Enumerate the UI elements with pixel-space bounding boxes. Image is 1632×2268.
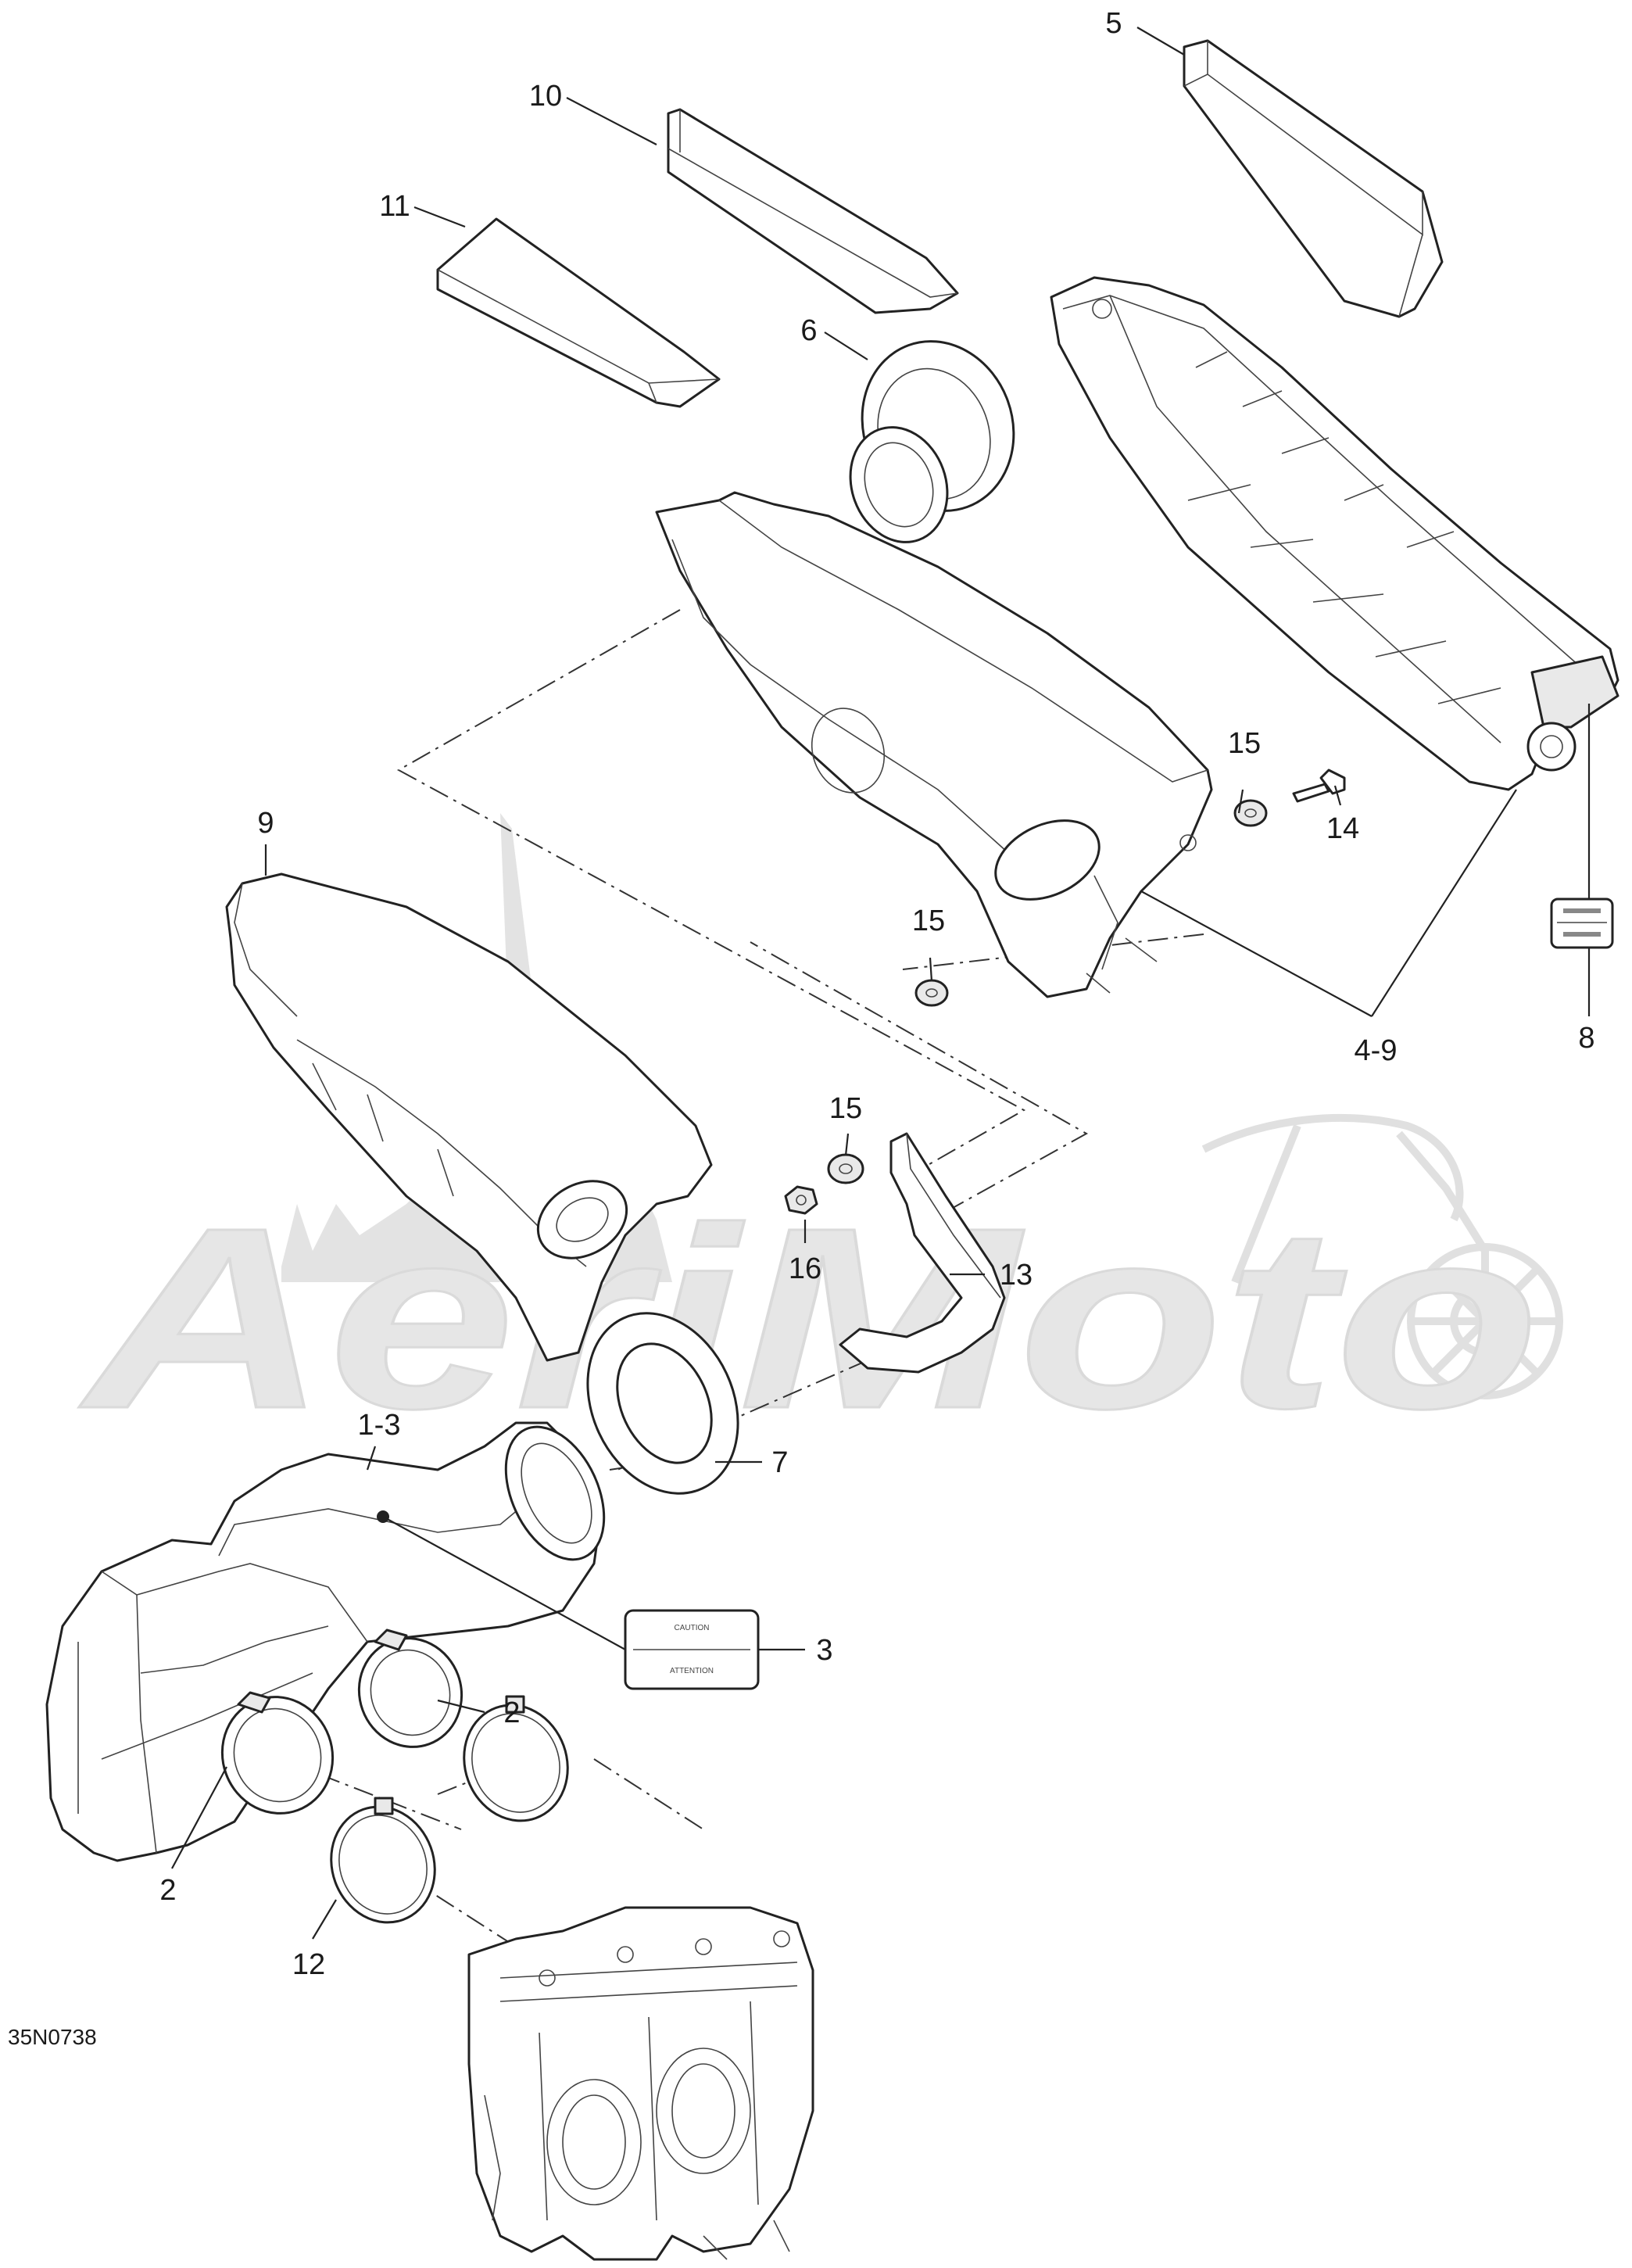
part-8-housing-cover (1050, 276, 1619, 791)
part-3-caution-label: CAUTION ATTENTION (624, 1609, 760, 1690)
part-13-bracket (839, 1132, 1006, 1374)
callout-14: 14 (1326, 812, 1359, 845)
part-16-nut (784, 1185, 818, 1215)
part-2-clamp-upper (463, 1695, 569, 1822)
callout-12: 12 (292, 1948, 325, 1981)
part-14-bolt (1292, 769, 1346, 803)
part-11-foam-block (436, 217, 721, 408)
callout-15-a: 15 (1228, 727, 1261, 760)
callout-15-c: 15 (829, 1092, 862, 1125)
callout-2-b: 2 (159, 1874, 176, 1907)
callout-9: 9 (257, 807, 274, 840)
diagram-code: 35N0738 (8, 2025, 97, 2049)
callout-10: 10 (529, 80, 562, 113)
callout-4-9: 4-9 (1355, 1034, 1398, 1067)
part-12-clamp-lower (330, 1797, 436, 1924)
callout-2-a: 2 (503, 1697, 520, 1729)
callout-3: 3 (816, 1634, 832, 1667)
watermark-motorcycle-icon (1201, 1114, 1563, 1399)
part-7-seal-ring (586, 1312, 739, 1495)
callout-6: 6 (800, 314, 817, 347)
callout-15-b: 15 (912, 905, 945, 937)
callout-8: 8 (1578, 1022, 1594, 1055)
callout-13: 13 (1000, 1259, 1033, 1292)
part-5-foam-strip (1183, 39, 1444, 318)
part-1-air-box (45, 1421, 606, 1862)
callout-7: 7 (771, 1446, 788, 1479)
part-8-label (1550, 898, 1614, 949)
part-15-washer-c (827, 1153, 864, 1184)
callout-16: 16 (789, 1252, 821, 1285)
carburetor-assembly (467, 1906, 814, 2261)
part-15-washer-a (1233, 799, 1268, 827)
watermark-text: AeriMoto (76, 1173, 1540, 1462)
watermark: AeriMoto (74, 813, 1563, 1464)
leader-lines (171, 27, 1591, 1940)
callout-1-3: 1-3 (358, 1409, 401, 1442)
part-15-washer-b (914, 979, 949, 1007)
callouts: 5 10 11 6 15 14 9 15 4-9 8 15 16 13 1-3 … (159, 7, 1594, 1981)
part-10-foam-strip (667, 108, 959, 314)
part-9-intake-half (225, 872, 713, 1362)
callout-11: 11 (379, 190, 410, 223)
caution-label-top-text: CAUTION (675, 1624, 710, 1632)
caution-label-bottom-text: ATTENTION (670, 1667, 714, 1675)
part-6-grommet (849, 340, 1015, 543)
callout-5: 5 (1105, 7, 1122, 40)
